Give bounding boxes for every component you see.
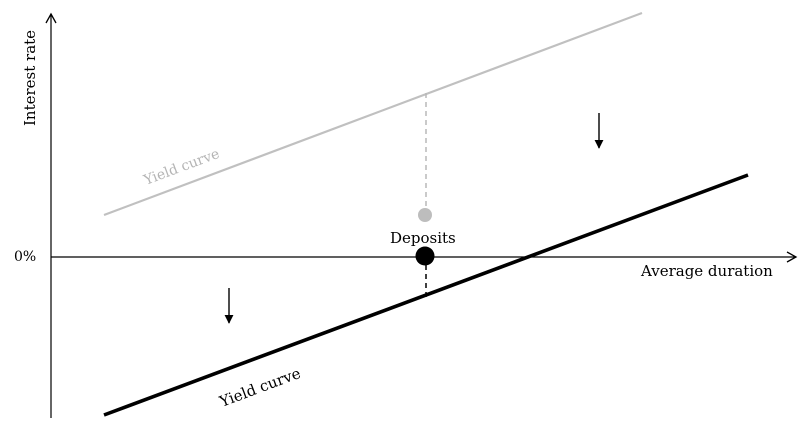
new-yield-curve-label: Yield curve xyxy=(216,364,303,411)
old-yield-curve-label: Yield curve xyxy=(141,146,222,189)
old-deposits-point xyxy=(418,208,432,222)
deposits-label: Deposits xyxy=(390,229,456,247)
deposits-point xyxy=(415,246,435,266)
zero-percent-label: 0% xyxy=(14,249,36,265)
x-axis-label: Average duration xyxy=(640,262,773,280)
y-axis-label: Interest rate xyxy=(21,30,39,126)
old-yield-curve xyxy=(103,11,643,217)
